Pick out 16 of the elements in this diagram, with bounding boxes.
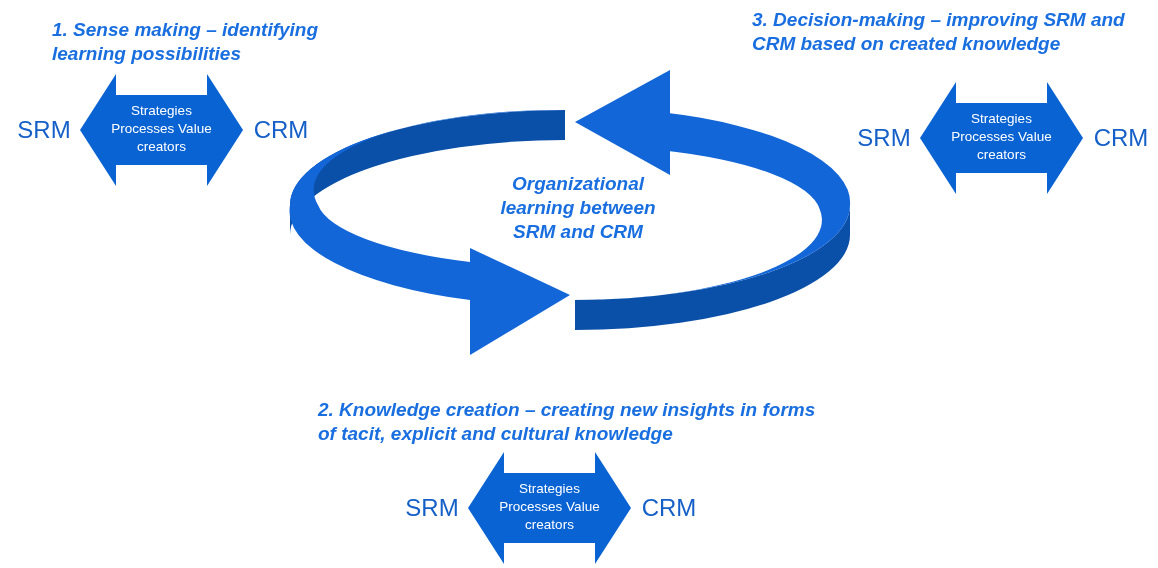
double-arrow bbox=[920, 82, 1083, 194]
node-label: CRM bbox=[245, 110, 317, 150]
stage-heading: 2. Knowledge creation – creating new insights in forms of tacit, explicit and cultural knowledge bbox=[318, 398, 817, 446]
stage-heading: 3. Decision-making – improving SRM and CRM based on created knowledge bbox=[752, 8, 1126, 56]
node-label: CRM bbox=[1085, 118, 1157, 158]
node-label: SRM bbox=[398, 488, 466, 528]
edge-label: Strategies Processes Value creators bbox=[950, 110, 1053, 164]
double-arrow bbox=[80, 74, 243, 186]
center-caption: Organizational learning between SRM and CRM bbox=[499, 172, 657, 244]
node-label: SRM bbox=[850, 118, 918, 158]
node-label: SRM bbox=[10, 110, 78, 150]
double-arrow bbox=[468, 452, 631, 564]
edge-label: Strategies Processes Value creators bbox=[110, 102, 213, 156]
stage-heading: 1. Sense making – identifying learning possibilities bbox=[52, 18, 320, 66]
node-label: CRM bbox=[633, 488, 705, 528]
edge-label: Strategies Processes Value creators bbox=[498, 480, 601, 534]
